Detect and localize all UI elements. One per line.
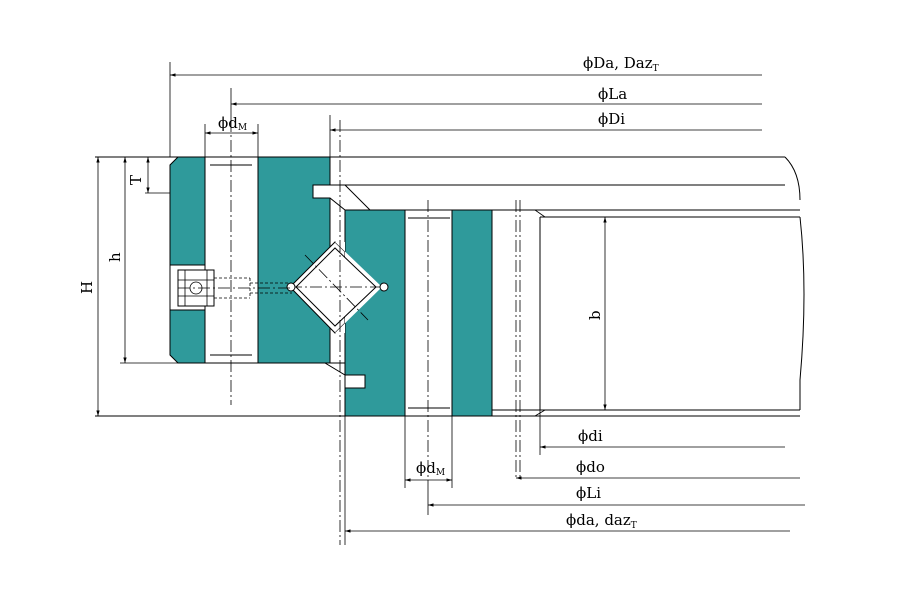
- svg-text:ϕda, dazT: ϕda, dazT: [566, 511, 637, 531]
- dimension-T: T: [127, 156, 170, 194]
- dimension-dM-top: ϕdM: [204, 114, 259, 157]
- svg-text:h: h: [106, 252, 124, 262]
- center-lines: [178, 120, 521, 545]
- dimension-La: ϕLa: [230, 85, 762, 120]
- seals: [312, 184, 372, 389]
- dimension-Da: ϕDa, DazT: [169, 54, 762, 157]
- roller-element: [286, 247, 389, 327]
- dimension-di: ϕdi: [539, 410, 785, 455]
- dimension-b: b: [586, 217, 607, 410]
- dimension-h: h: [106, 157, 178, 364]
- dimension-da: ϕda, dazT: [344, 416, 790, 545]
- dimension-do: ϕdo: [516, 458, 800, 480]
- svg-text:ϕDa, DazT: ϕDa, DazT: [583, 54, 659, 74]
- dimension-Di: ϕDi: [329, 110, 762, 157]
- svg-text:ϕdi: ϕdi: [578, 427, 603, 445]
- dimension-Li: ϕLi: [427, 480, 805, 515]
- svg-text:ϕDi: ϕDi: [598, 110, 625, 128]
- svg-text:T: T: [127, 175, 145, 185]
- svg-text:b: b: [586, 310, 604, 320]
- svg-text:ϕLi: ϕLi: [576, 484, 601, 502]
- svg-text:ϕdo: ϕdo: [576, 458, 605, 476]
- svg-text:H: H: [78, 281, 96, 294]
- svg-text:ϕdM: ϕdM: [218, 114, 247, 133]
- outer-bolt-hole: [204, 156, 259, 364]
- svg-text:ϕdM: ϕdM: [416, 459, 445, 478]
- dimension-dM-bottom: ϕdM: [404, 416, 453, 488]
- svg-text:ϕLa: ϕLa: [598, 85, 627, 103]
- dimension-H: H: [78, 157, 100, 416]
